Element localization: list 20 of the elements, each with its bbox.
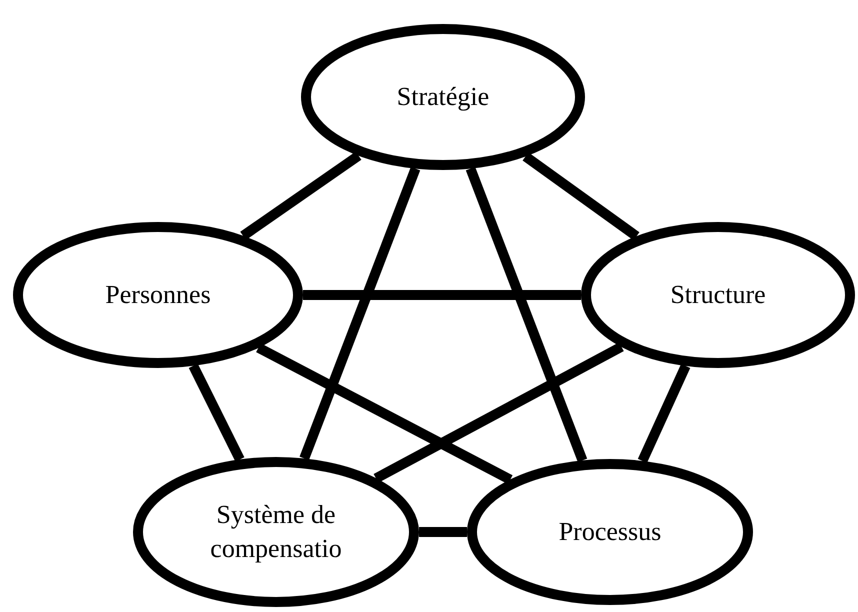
ellipse-node <box>133 457 419 607</box>
node-label: Stratégie <box>396 81 490 113</box>
ellipse-node <box>13 222 303 368</box>
connector-line <box>303 290 581 300</box>
ellipse-node <box>581 222 855 368</box>
node-label: Structure <box>670 279 766 311</box>
ellipse-node <box>467 459 753 605</box>
node-label: Système de compensatio <box>209 499 343 565</box>
ellipse-node <box>301 24 585 170</box>
connector-line <box>188 364 244 462</box>
connector-line <box>374 342 624 483</box>
node-label: Processus <box>558 516 662 548</box>
connector-line <box>300 166 420 460</box>
connector-line <box>419 527 467 537</box>
node-label: Personnes <box>105 279 211 311</box>
connector-line <box>256 343 513 484</box>
connector-line <box>240 152 362 240</box>
connector-line <box>522 152 640 240</box>
connector-line <box>466 166 588 462</box>
connector-line <box>638 364 690 463</box>
